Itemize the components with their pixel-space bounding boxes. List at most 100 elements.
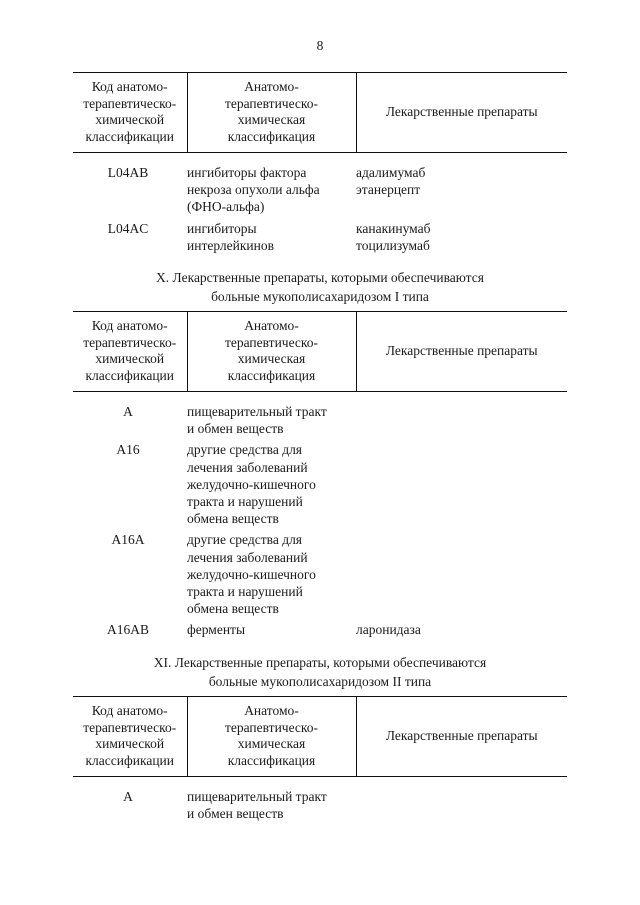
table-body-3: А пищеварительный тракт и обмен веществ	[73, 777, 567, 823]
cell-line: обмена веществ	[187, 601, 279, 617]
cell-atc-code: А	[123, 789, 133, 804]
cell-atc-code: L04AB	[107, 165, 149, 180]
table-header-row: Код анатомо- терапевтическо- химической …	[73, 72, 567, 153]
cell-atc-code: А16А	[111, 532, 145, 548]
cell-atc-name: ингибиторы интерлейкинов	[187, 220, 356, 254]
header-line: Код анатомо-	[91, 703, 168, 718]
cell-line: другие средства для	[187, 532, 303, 548]
cell-atc-code: L04AC	[107, 220, 149, 236]
cell-drugs	[356, 403, 567, 437]
cell-line: и обмен веществ	[187, 806, 284, 822]
cell-line: тракта и нарушений	[187, 494, 303, 510]
header-line: терапевтическо-	[83, 334, 177, 350]
header-cell-drugs: Лекарственные препараты	[356, 311, 567, 392]
header-line: классификации	[85, 367, 175, 383]
header-line: терапевтическо-	[224, 719, 319, 735]
header-line: терапевтическо-	[224, 95, 319, 111]
cell-line: канакинумаб	[356, 220, 431, 236]
cell-drugs	[356, 531, 567, 617]
table-header-2: Код анатомо- терапевтическо- химической …	[73, 311, 567, 392]
cell-atc-name: другие средства для лечения заболеваний …	[187, 531, 356, 617]
atc-table-1: Код анатомо- терапевтическо- химической …	[73, 72, 567, 254]
cell-line: тракта и нарушений	[187, 584, 303, 600]
header-line: химическая	[237, 736, 306, 751]
cell-line: пищеварительный тракт	[187, 789, 327, 804]
header-line: химическая	[237, 112, 306, 127]
header-line: Анатомо-	[244, 79, 299, 94]
cell-atc-name: ингибиторы фактора некроза опухоли альфа…	[187, 164, 356, 216]
header-line: классификация	[227, 128, 316, 144]
table-spacer	[73, 153, 567, 165]
header-line: химической	[95, 351, 165, 366]
cell-line: лечения заболеваний	[187, 549, 308, 565]
header-cell-drugs: Лекарственные препараты	[356, 696, 567, 777]
header-line: классификация	[227, 752, 316, 768]
cell-line: и обмен веществ	[187, 421, 284, 437]
cell-atc-name: другие средства для лечения заболеваний …	[187, 441, 356, 527]
header-cell-atc-classification: Анатомо- терапевтическо- химическая клас…	[187, 311, 357, 392]
table-row: L04AB ингибиторы фактора некроза опухоли…	[73, 164, 567, 216]
header-line: химическая	[237, 351, 306, 366]
table-row: А пищеварительный тракт и обмен веществ	[73, 788, 567, 822]
cell-atc-code: А	[123, 404, 133, 419]
table-spacer	[73, 392, 567, 404]
table-row: L04AC ингибиторы интерлейкинов канакинум…	[73, 220, 567, 254]
cell-line: ингибиторы	[187, 220, 257, 236]
cell-line: лечения заболеваний	[187, 459, 308, 475]
cell-line: желудочно-кишечного	[187, 476, 316, 492]
cell-line: этанерцепт	[356, 182, 421, 198]
heading-line-2: больные мукополисахаридозом I типа	[211, 289, 429, 304]
table-block-2: Код анатомо- терапевтическо- химической …	[73, 311, 567, 639]
cell-drugs	[356, 441, 567, 527]
header-line: терапевтическо-	[83, 719, 177, 735]
cell-line: интерлейкинов	[187, 237, 274, 253]
table-spacer	[73, 777, 567, 789]
cell-line: ларонидаза	[356, 622, 421, 638]
table-row: А пищеварительный тракт и обмен веществ	[73, 403, 567, 437]
header-cell-drugs: Лекарственные препараты	[356, 72, 567, 153]
table-header-row: Код анатомо- терапевтическо- химической …	[73, 696, 567, 777]
cell-line: желудочно-кишечного	[187, 566, 316, 582]
cell-line: пищеварительный тракт	[187, 404, 327, 419]
cell-drugs: ларонидаза	[356, 621, 567, 638]
cell-line: обмена веществ	[187, 511, 279, 527]
header-cell-atc-code: Код анатомо- терапевтическо- химической …	[73, 696, 188, 777]
cell-line: ингибиторы фактора	[187, 165, 307, 180]
cell-atc-name: пищеварительный тракт и обмен веществ	[187, 788, 356, 822]
table-header-1: Код анатомо- терапевтическо- химической …	[73, 72, 567, 153]
cell-line: некроза опухоли альфа	[187, 182, 320, 198]
header-cell-atc-code: Код анатомо- терапевтическо- химической …	[73, 72, 188, 153]
cell-atc-code: А16АВ	[106, 622, 149, 638]
cell-atc-name: пищеварительный тракт и обмен веществ	[187, 403, 356, 437]
cell-line: тоцилизумаб	[356, 237, 430, 253]
table-block-1: Код анатомо- терапевтическо- химической …	[73, 72, 567, 254]
cell-drugs	[356, 788, 567, 822]
table-header-row: Код анатомо- терапевтическо- химической …	[73, 311, 567, 392]
table-row: А16 другие средства для лечения заболева…	[73, 441, 567, 527]
cell-drugs: канакинумаб тоцилизумаб	[356, 220, 567, 254]
header-line: Анатомо-	[244, 703, 299, 718]
header-line: химической	[95, 112, 165, 127]
header-line: терапевтическо-	[83, 95, 177, 111]
header-line: классификации	[85, 752, 175, 768]
header-line: Код анатомо-	[91, 79, 168, 94]
header-line: химической	[95, 736, 165, 751]
table-body-1: L04AB ингибиторы фактора некроза опухоли…	[73, 153, 567, 255]
header-cell-atc-classification: Анатомо- терапевтическо- химическая клас…	[187, 72, 357, 153]
table-header-3: Код анатомо- терапевтическо- химической …	[73, 696, 567, 777]
table-body-2: А пищеварительный тракт и обмен веществ …	[73, 392, 567, 639]
heading-line-1: X. Лекарственные препараты, которыми обе…	[156, 270, 484, 285]
table-row: А16А другие средства для лечения заболев…	[73, 531, 567, 617]
cell-atc-name: ферменты	[187, 621, 356, 638]
cell-line: адалимумаб	[356, 165, 426, 180]
cell-atc-code: А16	[116, 442, 140, 458]
header-line: классификация	[227, 367, 316, 383]
cell-drugs: адалимумаб этанерцепт	[356, 164, 567, 216]
cell-line: (ФНО-альфа)	[187, 199, 265, 215]
section-heading-xi: XI. Лекарственные препараты, которыми об…	[73, 653, 567, 691]
cell-line: ферменты	[187, 622, 246, 638]
section-heading-x: X. Лекарственные препараты, которыми обе…	[73, 268, 567, 306]
heading-line-1: XI. Лекарственные препараты, которыми об…	[153, 655, 487, 670]
header-line: Код анатомо-	[91, 318, 168, 333]
